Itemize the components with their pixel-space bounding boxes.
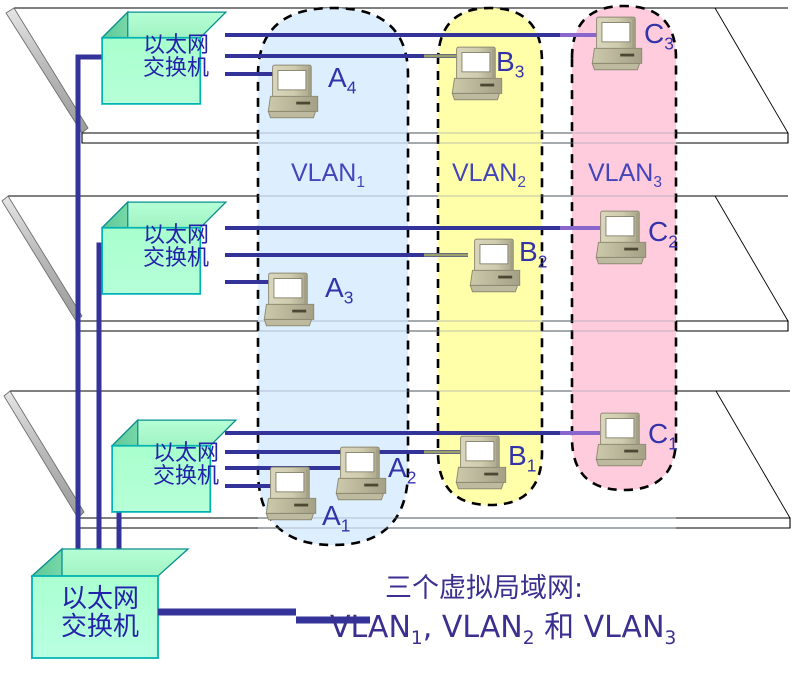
switch-trunk-icon[interactable]: [30, 547, 296, 660]
shelf-lines-over-capsules: [258, 132, 676, 529]
pc-c3-icon[interactable]: [591, 16, 643, 71]
pc-b3-icon[interactable]: [451, 46, 503, 101]
pc-b1-icon[interactable]: [455, 435, 507, 490]
pc-a3-icon[interactable]: [263, 272, 315, 327]
vlan-capsule-1: [256, 6, 410, 547]
pc-a2-icon[interactable]: [335, 446, 387, 501]
pc-b2-icon[interactable]: [469, 238, 521, 293]
pc-a4-icon[interactable]: [267, 64, 319, 119]
pc-c1-icon[interactable]: [595, 412, 647, 467]
pc-a1-icon[interactable]: [265, 466, 317, 521]
cable-group-middle: [225, 226, 600, 284]
pc-c2-icon[interactable]: [595, 210, 647, 265]
